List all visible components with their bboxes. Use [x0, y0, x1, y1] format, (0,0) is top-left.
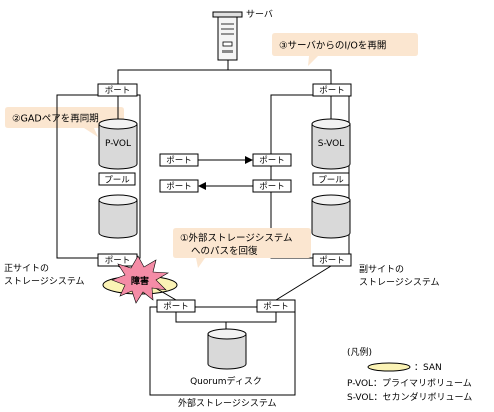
server-path-secondary: [227, 60, 332, 84]
external-port-2-label: ポート: [263, 302, 289, 312]
pvol-cylinder: [98, 118, 138, 170]
secondary-storage-system: ポート S-VOL プール ポート 副サイトの ストレージシステム: [270, 83, 440, 288]
failure-burst-icon: [111, 255, 169, 304]
pvol-label: P-VOL: [105, 139, 131, 149]
primary-rc-port-1-label: ポート: [166, 156, 192, 166]
callout-recover: ①外部ストレージシステム へのパスを回復: [173, 228, 311, 268]
legend-svol: S-VOL：セカンダリボリューム: [347, 391, 472, 403]
svol-label: S-VOL: [318, 139, 345, 149]
primary-pool-label: プール: [104, 175, 130, 185]
svol-cylinder: [311, 118, 351, 170]
external-storage-frame: [149, 306, 296, 396]
callout-resume-io-text: ③サーバからのI/Oを再開: [279, 41, 386, 52]
secondary-system-label-line1: 副サイトの: [359, 264, 404, 275]
failure-label: 障害: [131, 275, 149, 287]
quorum-disk-cylinder: [207, 328, 247, 370]
server-path-primary: [117, 60, 229, 84]
callout-recover-line1: ①外部ストレージシステム: [180, 232, 293, 244]
primary-system-label-line1: 正サイトの: [4, 263, 49, 274]
callout-resync: ②GADペアを再同期: [5, 107, 124, 137]
quorum-disk-label: Quorumディスク: [190, 375, 262, 387]
callout-resync-text: ②GADペアを再同期: [12, 114, 99, 125]
legend-title: (凡例): [347, 346, 372, 358]
callout-recover-bg: [173, 228, 311, 268]
callout-resync-bg: [5, 107, 124, 137]
secondary-host-port: [312, 83, 352, 97]
secondary-pool-label: プール: [318, 175, 344, 185]
external-storage-system: ポート ポート Quorumディスク 外部ストレージシステム: [149, 299, 296, 409]
secondary-to-external-path: [275, 265, 332, 301]
failure-burst: 障害: [111, 255, 169, 304]
callout-resume-io: ③サーバからのI/Oを再開: [272, 33, 418, 66]
remote-copy-paths: ポート ポート ポート ポート: [159, 153, 292, 193]
secondary-rc-port-2-label: ポート: [259, 182, 285, 192]
primary-external-port-label: ポート: [105, 256, 131, 266]
primary-storage-system: ポート P-VOL プール ポート 正サイトの ストレージシステム: [4, 83, 141, 287]
primary-rc-port-2-label: ポート: [166, 182, 192, 192]
primary-pool: [98, 172, 136, 186]
secondary-rc-port-1-label: ポート: [259, 156, 285, 166]
legend-san-swatch: [367, 362, 411, 372]
legend-pvol: P-VOL：プライマリボリューム: [347, 378, 472, 389]
server-icon: [212, 11, 243, 61]
external-system-label: 外部ストレージシステム: [178, 397, 277, 409]
secondary-rc-port-1: [252, 153, 292, 167]
callout-recover-line2: へのパスを回復: [191, 245, 258, 257]
secondary-pool-cylinder: [311, 194, 351, 239]
legend-san-label: ：SAN: [414, 363, 442, 373]
server-paths: [117, 60, 332, 84]
callout-resume-io-bg: [272, 33, 418, 66]
secondary-pool: [312, 172, 350, 186]
primary-system-label-line2: ストレージシステム: [4, 276, 85, 287]
server-label: サーバ: [246, 9, 273, 20]
primary-pool-cylinder: [98, 194, 138, 239]
primary-host-port-label: ポート: [105, 86, 131, 96]
secondary-system-label-line2: ストレージシステム: [359, 277, 440, 288]
secondary-host-port-label: ポート: [319, 86, 345, 96]
external-port-1-label: ポート: [163, 302, 189, 312]
external-internal-wiring: [175, 312, 277, 323]
server: サーバ: [212, 9, 273, 61]
secondary-external-port: [312, 253, 352, 267]
legend: (凡例) ：SAN P-VOL：プライマリボリューム S-VOL：セカンダリボリ…: [347, 346, 472, 403]
secondary-external-port-label: ポート: [319, 256, 345, 266]
